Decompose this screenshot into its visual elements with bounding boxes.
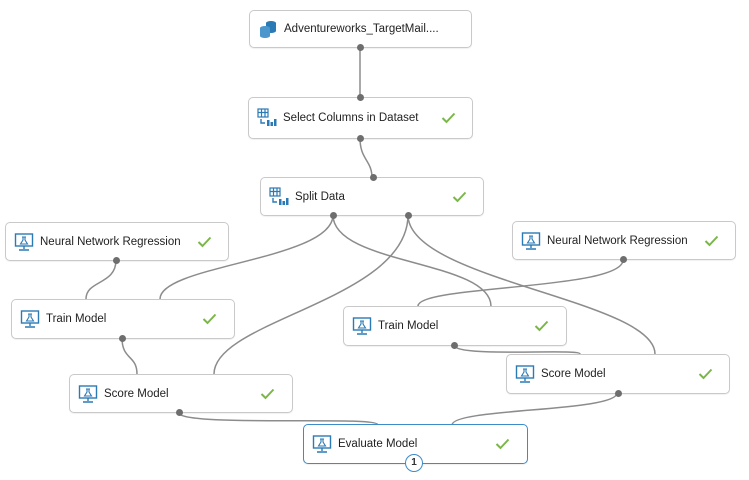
edge-scoreleft-evaluate (177, 411, 379, 426)
node-label: Split Data (295, 190, 345, 203)
node-label: Adventureworks_TargetMail.... (284, 23, 439, 35)
node-neural-network-regression-right[interactable]: Neural Network Regression (512, 221, 736, 263)
output-port[interactable] (119, 335, 126, 342)
output-port-1[interactable] (330, 212, 337, 219)
model-icon (14, 232, 34, 251)
output-count-badge[interactable]: 1 (405, 454, 423, 472)
model-icon (20, 310, 40, 328)
output-port[interactable] (176, 409, 183, 416)
edge-split-scoreright (407, 214, 656, 355)
edge-select-split (359, 137, 373, 179)
input-port[interactable] (357, 94, 364, 101)
edge-split-trainleft (159, 214, 334, 300)
table-transform-icon (269, 186, 289, 205)
database-icon (260, 21, 276, 38)
output-port[interactable] (620, 256, 627, 263)
edge-split-trainright (332, 214, 492, 307)
output-port-2[interactable] (405, 212, 412, 219)
node-label: Select Columns in Dataset (283, 112, 419, 124)
node-label: Train Model (46, 313, 107, 325)
node-split-data[interactable]: Split Data (260, 174, 484, 219)
check-icon (452, 191, 467, 202)
node-score-model-left[interactable]: Score Model (69, 374, 293, 416)
node-dataset[interactable]: Adventureworks_TargetMail.... (249, 10, 472, 51)
model-icon (515, 365, 535, 383)
output-port[interactable] (113, 257, 120, 264)
output-port[interactable] (357, 44, 364, 51)
node-label: Score Model (541, 368, 606, 380)
node-label: Neural Network Regression (40, 235, 181, 248)
node-train-model-right[interactable]: Train Model (343, 306, 567, 349)
check-icon (197, 236, 212, 247)
node-label: Train Model (378, 320, 439, 332)
edge-trainright-scoreright (453, 344, 581, 355)
input-port[interactable] (370, 174, 377, 181)
node-score-model-right[interactable]: Score Model (506, 354, 730, 397)
check-icon (441, 112, 456, 124)
check-icon (698, 368, 713, 380)
node-label: Evaluate Model (338, 438, 418, 450)
node-select-columns[interactable]: Select Columns in Dataset (248, 94, 473, 142)
edge-scoreright-evaluate (451, 392, 618, 426)
node-neural-network-regression-left[interactable]: Neural Network Regression (5, 222, 229, 264)
model-icon (352, 317, 372, 335)
model-icon (312, 435, 332, 453)
edge-nnright-trainright (417, 259, 624, 307)
node-label: Neural Network Regression (547, 234, 688, 247)
check-icon (534, 320, 549, 332)
output-port[interactable] (357, 135, 364, 142)
model-icon (521, 231, 541, 250)
table-transform-icon (257, 108, 277, 126)
output-port[interactable] (615, 390, 622, 397)
check-icon (704, 235, 719, 246)
model-icon (78, 384, 98, 403)
check-icon (202, 313, 217, 325)
edge-trainleft-scoreleft (121, 337, 138, 375)
edge-split-scoreleft (213, 214, 409, 375)
check-icon (260, 388, 275, 399)
node-label: Score Model (104, 387, 169, 400)
edge-nnleft-trainleft (85, 259, 117, 300)
node-evaluate-model[interactable]: Evaluate Model 1 (303, 424, 528, 472)
node-train-model-left[interactable]: Train Model (11, 299, 235, 342)
output-port[interactable] (451, 342, 458, 349)
check-icon (495, 438, 510, 450)
